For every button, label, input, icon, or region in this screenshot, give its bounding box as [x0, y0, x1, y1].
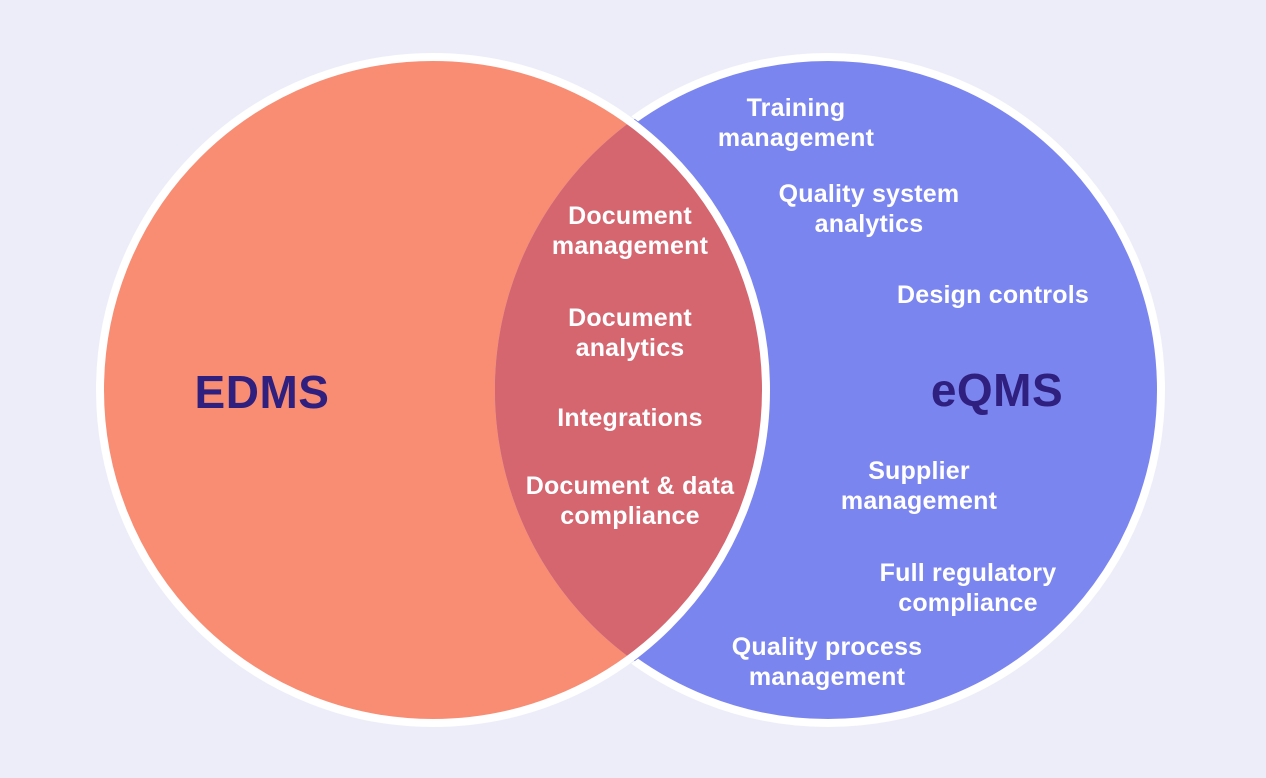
- eqms-item-quality-process-management: Quality process management: [731, 633, 923, 691]
- edms-title: EDMS: [194, 366, 330, 418]
- eqms-title: eQMS: [930, 364, 1064, 416]
- eqms-item-training-management: Training management: [717, 94, 875, 152]
- overlap-item-document-management: Document management: [551, 202, 709, 260]
- eqms-item-quality-system-analytics: Quality system analytics: [778, 180, 960, 238]
- overlap-item-document-data-compliance: Document & data compliance: [525, 472, 735, 530]
- eqms-item-design-controls: Design controls: [897, 281, 1089, 309]
- overlap-item-integrations: Integrations: [557, 404, 703, 432]
- overlap-region: [495, 121, 766, 659]
- eqms-circle-outline: [491, 53, 1165, 727]
- overlap-item-document-analytics: Document analytics: [568, 304, 692, 362]
- edms-circle-outline: [96, 53, 770, 727]
- eqms-item-supplier-management: Supplier management: [840, 457, 998, 515]
- eqms-item-full-regulatory-compliance: Full regulatory compliance: [879, 559, 1057, 617]
